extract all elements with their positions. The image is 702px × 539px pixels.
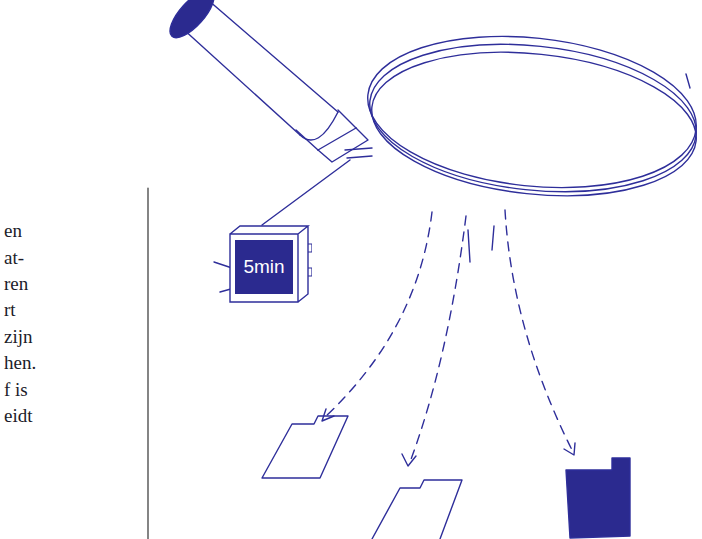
text-fragment: eidt — [4, 405, 33, 427]
text-fragment: at- — [4, 247, 24, 269]
timer-box: 5min — [226, 224, 312, 306]
text-fragment: ren — [4, 273, 28, 295]
text-fragment: hen. — [4, 352, 36, 374]
text-fragment: zijn — [4, 326, 33, 348]
text-fragment: en — [4, 220, 22, 242]
text-fragment: rt — [4, 299, 16, 321]
timer-display: 5min — [243, 256, 284, 278]
text-fragment: f is — [4, 379, 28, 401]
